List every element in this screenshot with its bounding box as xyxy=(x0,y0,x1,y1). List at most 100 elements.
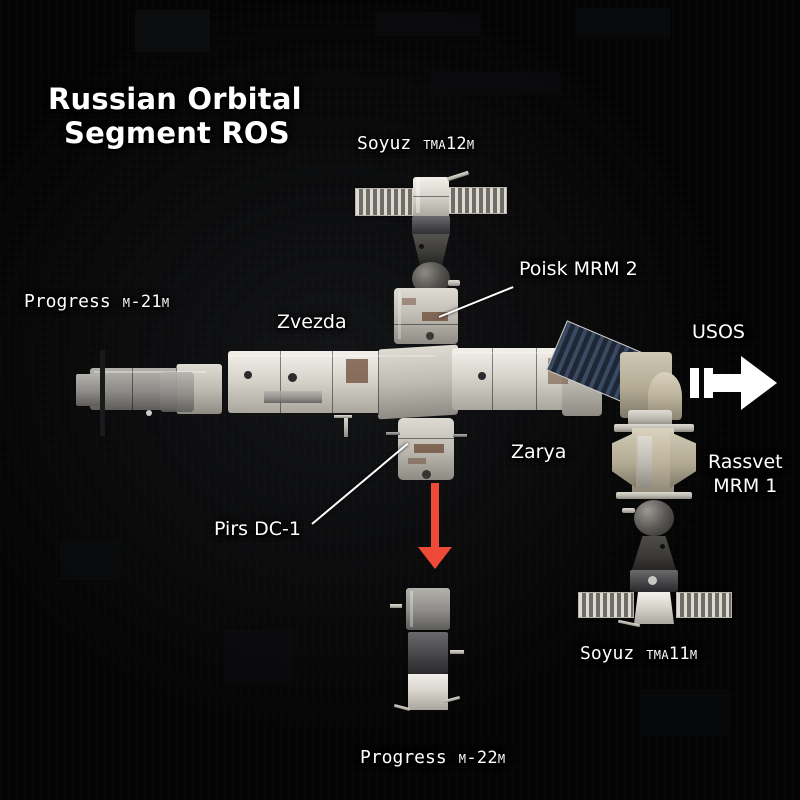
progress-instrument-module xyxy=(408,632,448,674)
label-progress-m21m-name: Progress xyxy=(24,291,111,312)
zarya-highlight xyxy=(454,352,572,354)
jpeg-artifact-block xyxy=(640,690,730,735)
red-departure-arrow-head xyxy=(418,547,452,569)
docking-adapter xyxy=(628,410,672,426)
solar-array-right xyxy=(447,187,507,214)
zvezda-seam xyxy=(332,351,333,413)
propulsion-bay xyxy=(412,216,450,236)
module-pirs-dc1 xyxy=(386,418,467,486)
module-seam xyxy=(413,196,449,197)
pirs-docking-port xyxy=(422,470,431,479)
solar-array-left xyxy=(355,188,417,216)
page-title-line1: Russian Orbital xyxy=(48,82,302,116)
module-highlight xyxy=(416,179,420,213)
label-zarya: Zarya xyxy=(511,441,567,463)
poisk-seam xyxy=(394,324,458,325)
jpeg-artifact-block xyxy=(375,12,480,36)
zvezda-aft-docking-cone xyxy=(160,372,194,412)
poisk-port xyxy=(426,332,434,340)
module-soyuz-tma11m xyxy=(578,500,732,628)
poisk-highlight xyxy=(398,291,401,339)
solar-array-edge-stub-right xyxy=(450,650,464,654)
hatch-window xyxy=(660,544,665,549)
zvezda-porthole xyxy=(244,371,252,379)
thermal-blanket-patch xyxy=(422,312,448,321)
label-usos: USOS xyxy=(692,321,745,343)
handrail xyxy=(334,415,352,418)
hatch-window xyxy=(419,244,424,249)
service-module-port xyxy=(648,576,657,585)
module-rassvet-mrm1 xyxy=(608,424,700,506)
zarya-seam xyxy=(492,348,493,410)
orbital-module xyxy=(634,500,674,536)
pirs-patch xyxy=(408,458,426,464)
zvezda-porthole xyxy=(288,373,297,382)
module-zvezda xyxy=(228,344,458,437)
zarya-seam xyxy=(536,348,537,410)
pirs-handrail xyxy=(453,434,467,437)
jpeg-artifact-block xyxy=(135,10,210,52)
label-rassvet-line1: Rassvet xyxy=(708,451,783,473)
propulsion-section xyxy=(634,592,674,624)
label-progress-m21m-designation: M-21M xyxy=(122,292,170,312)
label-rassvet-mrm1: Rassvet MRM 1 xyxy=(708,450,783,499)
rassvet-endcap-bottom xyxy=(616,492,692,499)
page-title: Russian Orbital Segment ROS xyxy=(48,82,302,150)
rassvet-truss-right xyxy=(670,432,696,488)
pirs-seam xyxy=(398,438,454,439)
label-soyuz-tma12m-name: Soyuz xyxy=(357,133,412,154)
zvezda-equipment-patch xyxy=(346,359,368,383)
red-departure-arrow-shaft xyxy=(431,483,439,549)
label-zvezda: Zvezda xyxy=(277,311,347,333)
jpeg-artifact-block xyxy=(60,540,120,580)
solar-array-right xyxy=(676,592,732,618)
progress-fuel-section xyxy=(76,374,102,406)
label-soyuz-tma11m-name: Soyuz xyxy=(580,643,635,664)
usos-arrow-bar-1 xyxy=(690,368,699,398)
pirs-patch xyxy=(414,444,444,453)
antenna-boom xyxy=(446,170,470,182)
zvezda-radiator xyxy=(264,391,322,403)
label-progress-m22m: Progress M-22M xyxy=(360,747,505,768)
module-poisk-mrm2 xyxy=(394,288,458,348)
progress-highlight xyxy=(410,591,413,627)
zvezda-highlight xyxy=(230,355,436,357)
progress-seam xyxy=(406,630,450,632)
usos-arrow-head xyxy=(741,356,777,410)
module-progress-m22m xyxy=(390,588,464,720)
label-soyuz-tma11m: Soyuz TMA11M xyxy=(580,643,697,664)
label-poisk-mrm2: Poisk MRM 2 xyxy=(519,258,638,280)
label-soyuz-tma12m-designation: TMA12M xyxy=(423,134,475,154)
label-soyuz-tma11m-designation: TMA11M xyxy=(646,644,698,664)
label-soyuz-tma12m: Soyuz TMA12M xyxy=(357,133,474,154)
page-title-line2: Segment ROS xyxy=(64,116,290,151)
label-progress-m22m-designation: M-22M xyxy=(458,748,506,768)
solar-array-edge-stub-left xyxy=(390,604,402,608)
label-progress-m22m-name: Progress xyxy=(360,747,447,768)
zvezda-seam xyxy=(378,349,379,415)
label-rassvet-line2: MRM 1 xyxy=(713,475,778,498)
progress-seam xyxy=(132,368,133,410)
pirs-handrail xyxy=(386,432,400,435)
rassvet-radiator-panel xyxy=(638,436,652,488)
docking-probe xyxy=(622,508,635,513)
solar-array-edge-on xyxy=(100,350,105,436)
handrail xyxy=(344,415,348,437)
progress-thruster xyxy=(146,410,152,416)
zarya-porthole xyxy=(478,372,486,380)
solar-array-left xyxy=(578,592,634,618)
service-module xyxy=(413,177,449,217)
usos-arrow-tail xyxy=(713,374,741,392)
descent-module xyxy=(631,536,677,570)
jpeg-artifact-block xyxy=(225,630,295,685)
jpeg-artifact-block xyxy=(575,8,670,38)
usos-arrow-bar-2 xyxy=(704,368,713,398)
zvezda-seam xyxy=(280,351,281,413)
progress-highlight xyxy=(94,371,206,373)
progress-cargo-module xyxy=(406,588,450,630)
docking-probe xyxy=(448,280,460,286)
module-soyuz-tma12m xyxy=(355,170,507,297)
thermal-blanket-patch xyxy=(402,298,416,305)
jpeg-artifact-block xyxy=(430,72,560,94)
